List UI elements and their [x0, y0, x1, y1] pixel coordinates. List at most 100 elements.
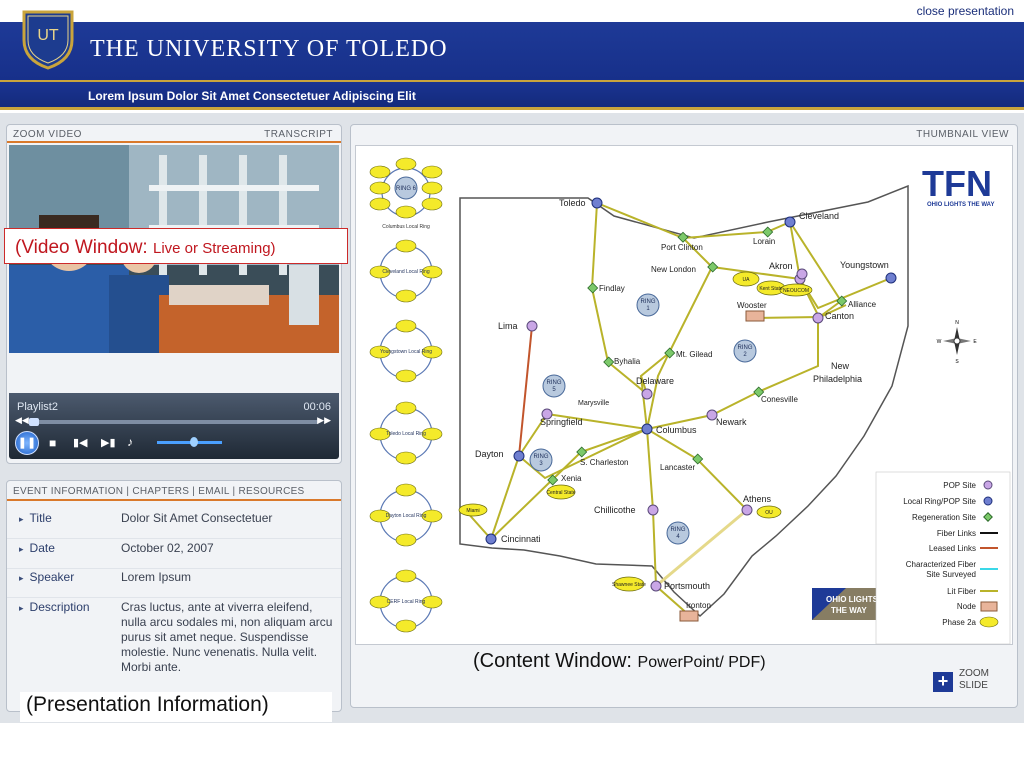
city-label: Philadelphia [813, 374, 862, 384]
ring-markers [529, 293, 757, 545]
ring-diagram-center: Cleveland Local Ring [382, 269, 429, 275]
next-icon[interactable]: ▶▮ [101, 437, 116, 449]
video-panel-header: ZOOM VIDEO TRANSCRIPT [7, 125, 341, 143]
media-player-controls: Playlist2 00:06 ◀◀ ▶▶ ❚❚ ■ ▮◀ ▶▮ ♪ [9, 393, 339, 459]
city-label: Cleveland [799, 211, 839, 221]
ohio-lights-the-way-logo: OHIO LIGHTS THE WAY [812, 588, 884, 620]
pop-sites [526, 268, 824, 592]
phase-label: UA [743, 277, 751, 283]
tab-chapters[interactable]: CHAPTERS [132, 486, 190, 497]
info-value: Cras luctus, ante at viverra eleifend, n… [121, 600, 333, 674]
ring-diagram-cerf: CERF Local Ring [369, 569, 443, 633]
ring-diagram-center: Toledo Local Ring [386, 431, 426, 437]
ring-diagram-columbus: RING 6 Columbus Local Ring [369, 157, 443, 230]
phase-tag-labels: UA Kent State NEOUCOM Central State Miam… [466, 277, 809, 588]
regeneration-sites [547, 226, 848, 486]
ring-label: RING [738, 345, 753, 351]
tab-resources[interactable]: RESOURCES [238, 486, 305, 497]
pause-button[interactable]: ❚❚ [15, 431, 39, 455]
tab-email[interactable]: EMAIL [198, 486, 230, 497]
zoom-slide-line2: SLIDE [959, 680, 988, 691]
ring-label: 1 [646, 306, 650, 312]
legend-node: Node [957, 602, 977, 611]
city-label: Marysville [578, 400, 609, 407]
thumbnail-view-button[interactable]: THUMBNAIL VIEW [916, 129, 1009, 140]
zoom-slide-line1: ZOOM [959, 668, 989, 679]
stop-icon[interactable]: ■ [49, 436, 57, 450]
city-labels: Toledo Cleveland Port Clinton Lorain New… [475, 198, 889, 610]
university-name: THE UNIVERSITY OF TOLEDO [90, 36, 448, 62]
city-label: Mt. Gilead [676, 350, 712, 359]
ring-diagram-youngstown: Youngstown Local Ring [369, 319, 443, 383]
node-ironton [679, 610, 699, 622]
playlist-name: Playlist2 [17, 401, 58, 413]
info-row-date: Date October 02, 2007 [7, 541, 341, 569]
ring-label: RING [547, 380, 562, 386]
transcript-button[interactable]: TRANSCRIPT [264, 129, 333, 140]
info-key: Speaker [19, 570, 75, 584]
tfn-logo: TFN OHIO LIGHTS THE WAY [922, 163, 994, 208]
slide-view[interactable]: RING 1 RING 2 RING 5 RING 3 RING 4 [355, 145, 1013, 645]
compass-w: W [937, 339, 942, 345]
ring-label: RING [534, 454, 549, 460]
ring-label: 4 [676, 534, 680, 540]
phase-label: Shawnee State [612, 582, 646, 588]
ring-diagram-cleveland: Cleveland Local Ring [369, 239, 443, 303]
ring-labels: RING 1 RING 2 RING 5 RING 3 RING 4 [534, 299, 753, 540]
city-label: S. Charleston [580, 458, 628, 467]
seek-handle[interactable] [29, 418, 39, 426]
rewind-icon[interactable]: ◀◀ [15, 415, 29, 425]
mini-logo-line2: THE WAY [831, 606, 867, 615]
ring-diagram-dayton: Dayton Local Ring [369, 483, 443, 547]
legend-characterized-1: Characterized Fiber [906, 560, 977, 569]
info-key: Title [19, 511, 52, 525]
info-row-speaker: Speaker Lorem Ipsum [7, 570, 341, 598]
city-label: Findlay [599, 284, 625, 293]
ring-diagram-center: Dayton Local Ring [386, 513, 427, 519]
volume-icon[interactable]: ♪ [127, 435, 133, 449]
city-label: Portsmouth [664, 581, 710, 591]
video-caption-main: (Video Window: [15, 237, 153, 258]
city-label: New [831, 361, 850, 371]
zoom-slide-label: ZOOM SLIDE [959, 668, 989, 692]
close-presentation-link[interactable]: close presentation [916, 4, 1014, 18]
top-bar: close presentation [0, 0, 1024, 22]
legend-leased: Leased Links [929, 544, 976, 553]
compass-s: S [955, 359, 959, 365]
ring-diagram-center: RING 6 [396, 186, 417, 192]
city-label: Port Clinton [661, 243, 703, 252]
compass-rose-icon: N S E W [937, 320, 978, 365]
zoom-video-button[interactable]: ZOOM VIDEO [13, 129, 82, 140]
legend-phase: Phase 2a [942, 618, 976, 627]
compass-n: N [955, 320, 959, 326]
tfn-logo-text: TFN [922, 163, 992, 204]
info-value: Lorem Ipsum [121, 570, 192, 584]
zoom-slide-button[interactable]: + ZOOM SLIDE [933, 668, 997, 700]
volume-handle[interactable] [190, 437, 198, 447]
phase-label: NEOUCOM [783, 288, 809, 294]
tfn-tagline: OHIO LIGHTS THE WAY [927, 202, 994, 208]
sub-banner: Lorem Ipsum Dolor Sit Amet Consectetuer … [0, 80, 1024, 110]
info-value: October 02, 2007 [121, 541, 214, 555]
volume-slider[interactable] [157, 441, 222, 444]
phase-label: Miami [466, 508, 479, 514]
ring-diagram-center: CERF Local Ring [387, 599, 426, 605]
content-panel: THUMBNAIL VIEW [350, 124, 1018, 708]
ring-diagram-toledo: Toledo Local Ring [369, 401, 443, 465]
city-label: Springfield [540, 417, 583, 427]
athens-portsmouth-link [655, 508, 748, 588]
city-label: Dayton [475, 449, 504, 459]
previous-icon[interactable]: ▮◀ [73, 437, 88, 449]
ring-label: 3 [539, 461, 543, 467]
city-label: Toledo [559, 198, 586, 208]
plus-icon: + [933, 672, 953, 692]
network-map-slide: RING 1 RING 2 RING 5 RING 3 RING 4 [369, 157, 1011, 645]
city-label: Athens [743, 494, 772, 504]
video-caption-small: Live or Streaming) [153, 240, 276, 257]
fast-forward-icon[interactable]: ▶▶ [317, 415, 331, 425]
info-tabs: EVENT INFORMATION | CHAPTERS | EMAIL | R… [7, 481, 341, 501]
seek-bar[interactable] [29, 420, 319, 424]
tab-event-information[interactable]: EVENT INFORMATION [13, 486, 124, 497]
city-label: Byhalia [614, 357, 641, 366]
city-label: Lancaster [660, 463, 695, 472]
